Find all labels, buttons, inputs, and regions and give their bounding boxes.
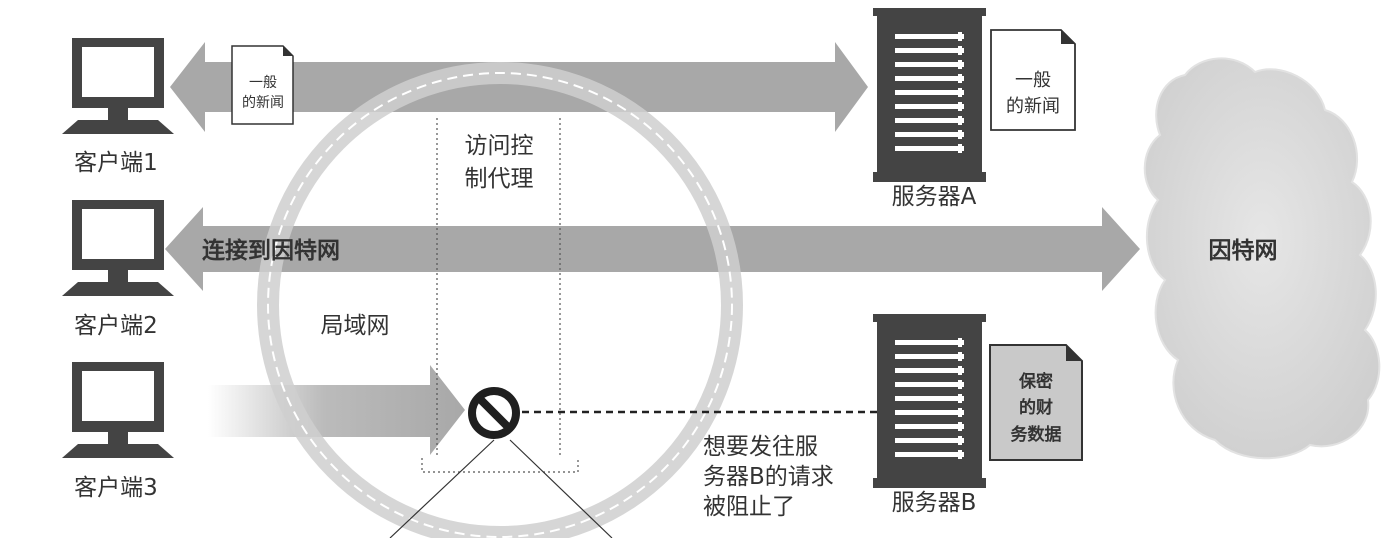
proxy-label-line-2: 制代理 bbox=[465, 166, 534, 192]
lan-ring bbox=[257, 62, 743, 538]
computer-icon bbox=[62, 38, 174, 134]
server-b-doc-line-3: 务数据 bbox=[1011, 424, 1062, 445]
server-b-confidential-document: 保密 的财 务数据 bbox=[989, 344, 1083, 461]
internet-cloud bbox=[1143, 57, 1381, 460]
internet-link-label: 连接到因特网 bbox=[202, 237, 340, 264]
client2-label: 客户端2 bbox=[74, 313, 158, 339]
computer-icon bbox=[62, 200, 174, 296]
server-a-doc-line-2: 的新闻 bbox=[1006, 96, 1060, 117]
block-icon bbox=[468, 387, 520, 439]
server-a-news-document: 一般 的新闻 bbox=[990, 29, 1076, 131]
computer-icon bbox=[62, 362, 174, 458]
client3-label: 客户端3 bbox=[74, 475, 158, 501]
blocked-caption-line-3: 被阻止了 bbox=[703, 494, 795, 520]
server-icon bbox=[873, 314, 986, 488]
server-a-label: 服务器A bbox=[892, 184, 977, 210]
client1-label: 客户端1 bbox=[74, 150, 158, 176]
server-b-doc-line-1: 保密 bbox=[1018, 371, 1053, 392]
server-icon bbox=[873, 8, 986, 182]
client-news-document: 一般 的新闻 bbox=[231, 45, 294, 125]
lan-label: 局域网 bbox=[321, 313, 390, 339]
blocked-caption-line-2: 务器B的请求 bbox=[703, 464, 834, 490]
proxy-boundary bbox=[421, 118, 579, 473]
internet-connection-arrow bbox=[165, 207, 1140, 291]
client-doc-line-1: 一般 bbox=[249, 75, 277, 91]
blocked-caption-line-1: 想要发往服 bbox=[703, 434, 818, 460]
news-access-arrow bbox=[170, 42, 868, 132]
blocked-request-arrow bbox=[208, 365, 465, 455]
callout-lines bbox=[389, 439, 613, 538]
server-b-doc-line-2: 的财 bbox=[1019, 397, 1053, 418]
client-doc-line-2: 的新闻 bbox=[242, 95, 284, 111]
internet-label: 因特网 bbox=[1209, 238, 1278, 264]
server-a-doc-line-1: 一般 bbox=[1015, 70, 1051, 91]
proxy-label-line-1: 访问控 bbox=[465, 133, 534, 159]
server-b-label: 服务器B bbox=[892, 490, 977, 516]
